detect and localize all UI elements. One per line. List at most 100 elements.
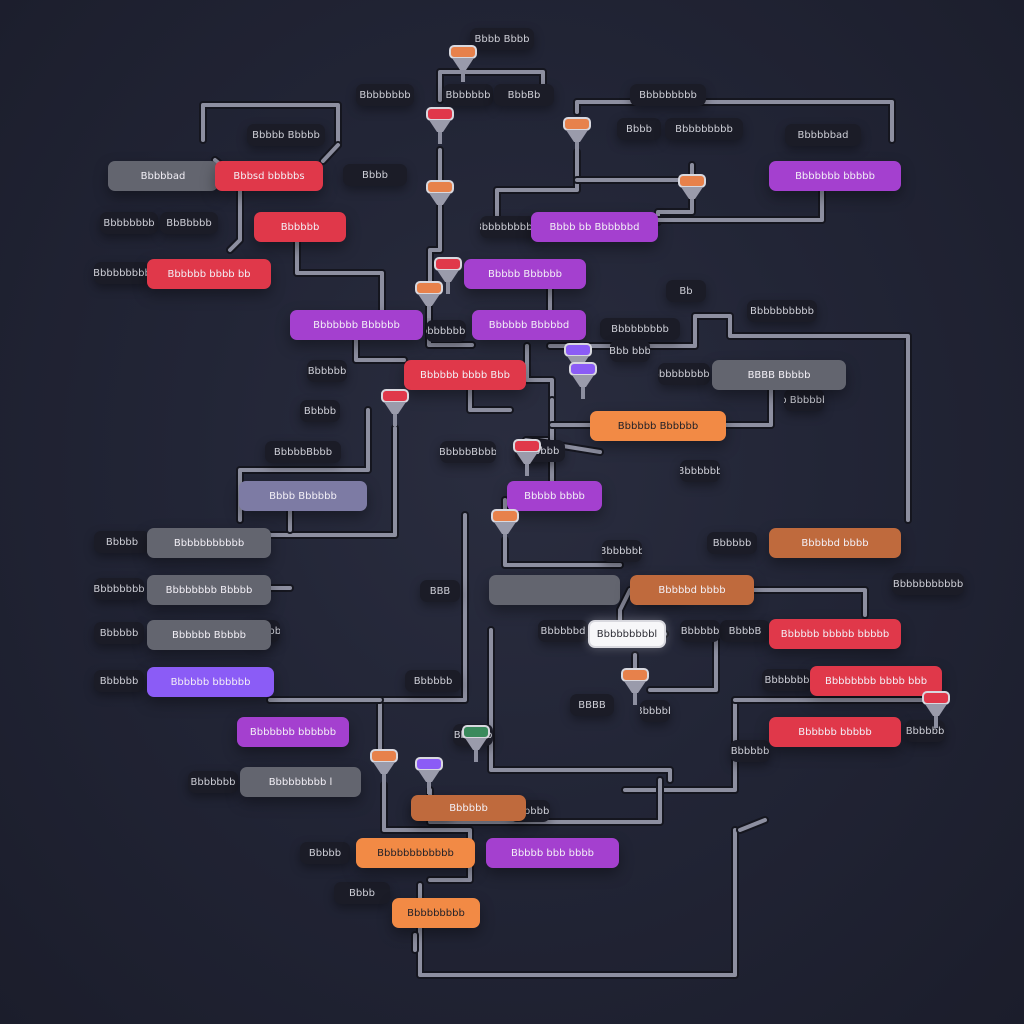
label-29: Bbbbbbbb	[94, 578, 144, 600]
valve-stem	[446, 282, 450, 294]
funnel-valve-icon[interactable]	[379, 388, 411, 428]
funnel-valve-graphic	[381, 389, 409, 426]
flow-node-15[interactable]: Bbbbbd bbbb	[769, 528, 901, 558]
label-51: BBB	[420, 580, 460, 602]
pipe-connector	[378, 513, 467, 757]
valve-stem	[503, 534, 507, 546]
funnel-valve-graphic	[415, 281, 443, 318]
label-35: Bbbb	[334, 882, 390, 904]
flow-node-11[interactable]: Bbbbbb Bbbbbb	[590, 411, 726, 441]
valve-cap	[381, 389, 409, 403]
flow-node-26[interactable]: Bbbbbd bbbb	[630, 575, 754, 605]
valve-stem	[438, 132, 442, 144]
flow-node-28[interactable]: Bbbbbbbb bbbb bbb	[810, 666, 942, 696]
valve-stem	[581, 387, 585, 399]
flow-node-6[interactable]: Bbbbb Bbbbbb	[464, 259, 586, 289]
label-15: Bbbbbb	[307, 360, 347, 382]
pipe-connector	[418, 828, 737, 977]
selected-flow-node[interactable]: Bbbbbbbbbl	[588, 620, 666, 648]
valve-cone	[465, 738, 487, 750]
flow-node-14[interactable]: Bbbbbbbbbbb	[147, 528, 271, 558]
flow-node-8[interactable]: Bbbbbb Bbbbbd	[472, 310, 586, 340]
label-24: Bbbbbbd	[538, 620, 588, 642]
flow-node-29[interactable]: Bbbbbb bbbbb	[769, 717, 901, 747]
valve-stem	[393, 414, 397, 426]
pipe-connector	[495, 150, 579, 232]
label-45: Bbbbb	[300, 400, 340, 422]
funnel-valve-icon[interactable]	[619, 667, 651, 707]
funnel-valve-icon[interactable]	[460, 724, 492, 764]
valve-stem	[382, 774, 386, 786]
flow-node-2[interactable]: Bbbbbb	[254, 212, 346, 242]
flow-node-4[interactable]: Bbbbbbb Bbbbbb	[290, 310, 423, 340]
funnel-valve-icon[interactable]	[424, 106, 456, 146]
valve-stem	[575, 142, 579, 154]
valve-cap	[434, 257, 462, 271]
flow-node-13[interactable]: Bbbbb bbbb	[507, 481, 602, 511]
valve-cap	[462, 725, 490, 739]
funnel-valve-graphic	[922, 691, 950, 728]
funnel-valve-icon[interactable]	[447, 44, 479, 84]
label-17: BbbbbBbbb	[440, 441, 496, 463]
label-33: Bbbbbbb	[188, 771, 238, 793]
flow-node-17[interactable]: Bbbbbbbb Bbbbb	[147, 575, 271, 605]
valve-cap	[569, 362, 597, 376]
funnel-valve-graphic	[449, 45, 477, 82]
flow-node-27[interactable]: Bbbbbb bbbbb bbbbb	[769, 619, 901, 649]
funnel-valve-icon[interactable]	[676, 173, 708, 213]
valve-cone	[373, 762, 395, 774]
flow-node-23[interactable]: Bbbbbbbbbbbb	[356, 838, 475, 868]
pipe-connector	[321, 143, 340, 163]
flow-node-10[interactable]: BBBB Bbbbb	[712, 360, 846, 390]
label-49: Bbbbbb	[730, 740, 770, 762]
flow-node-5[interactable]: Bbbb bb Bbbbbbd	[531, 212, 658, 242]
valve-cap	[426, 107, 454, 121]
funnel-valve-graphic	[491, 509, 519, 546]
funnel-valve-graphic	[513, 439, 541, 476]
flow-node-12[interactable]: Bbbb Bbbbbb	[239, 481, 367, 511]
funnel-valve-icon[interactable]	[489, 508, 521, 548]
flow-node-25[interactable]: Bbbbbbbbb	[392, 898, 480, 928]
funnel-valve-icon[interactable]	[511, 438, 543, 478]
funnel-valve-graphic	[426, 107, 454, 144]
valve-cone	[681, 187, 703, 199]
valve-stem	[427, 782, 431, 794]
flow-node-22[interactable]: Bbbbbb	[411, 795, 526, 821]
funnel-valve-icon[interactable]	[567, 361, 599, 401]
flow-node-0[interactable]: Bbbbbad	[108, 161, 218, 191]
valve-cone	[494, 522, 516, 534]
valve-cap	[415, 757, 443, 771]
flow-node-3[interactable]: Bbbbbb bbbb bb	[147, 259, 271, 289]
flow-node-20[interactable]: Bbbbbbb bbbbbb	[237, 717, 349, 747]
pipe-connector	[575, 100, 894, 142]
label-38: BBBB	[570, 694, 614, 716]
pipe-connector	[503, 538, 622, 567]
label-16: BbbbbBbbb	[265, 441, 341, 463]
funnel-valve-graphic	[569, 362, 597, 399]
funnel-valve-graphic	[621, 668, 649, 705]
valve-cap	[621, 668, 649, 682]
funnel-valve-icon[interactable]	[368, 748, 400, 788]
funnel-valve-graphic	[563, 117, 591, 154]
funnel-valve-icon[interactable]	[413, 756, 445, 796]
funnel-valve-icon[interactable]	[432, 256, 464, 296]
funnel-valve-icon[interactable]	[561, 116, 593, 156]
flow-node-21[interactable]: Bbbbbbbbb l	[240, 767, 361, 797]
valve-cap	[563, 117, 591, 131]
funnel-valve-icon[interactable]	[424, 179, 456, 219]
funnel-valve-icon[interactable]	[413, 280, 445, 320]
flow-node-18[interactable]: Bbbbbb Bbbbb	[147, 620, 271, 650]
funnel-valve-graphic	[434, 257, 462, 294]
pipe-connector	[382, 783, 472, 882]
flow-node-19[interactable]: Bbbbbb bbbbbb	[147, 667, 274, 697]
flow-node-7[interactable]: Bbbbbbb bbbbb	[769, 161, 901, 191]
flow-node-1[interactable]: Bbbsd bbbbbs	[215, 161, 323, 191]
flow-node-24[interactable]: Bbbbb bbb bbbb	[486, 838, 619, 868]
funnel-valve-icon[interactable]	[920, 690, 952, 730]
label-31: Bbbbbb	[94, 670, 144, 692]
flow-node-9[interactable]: Bbbbbb bbbb Bbb	[404, 360, 526, 390]
flow-node-16[interactable]	[489, 575, 620, 605]
